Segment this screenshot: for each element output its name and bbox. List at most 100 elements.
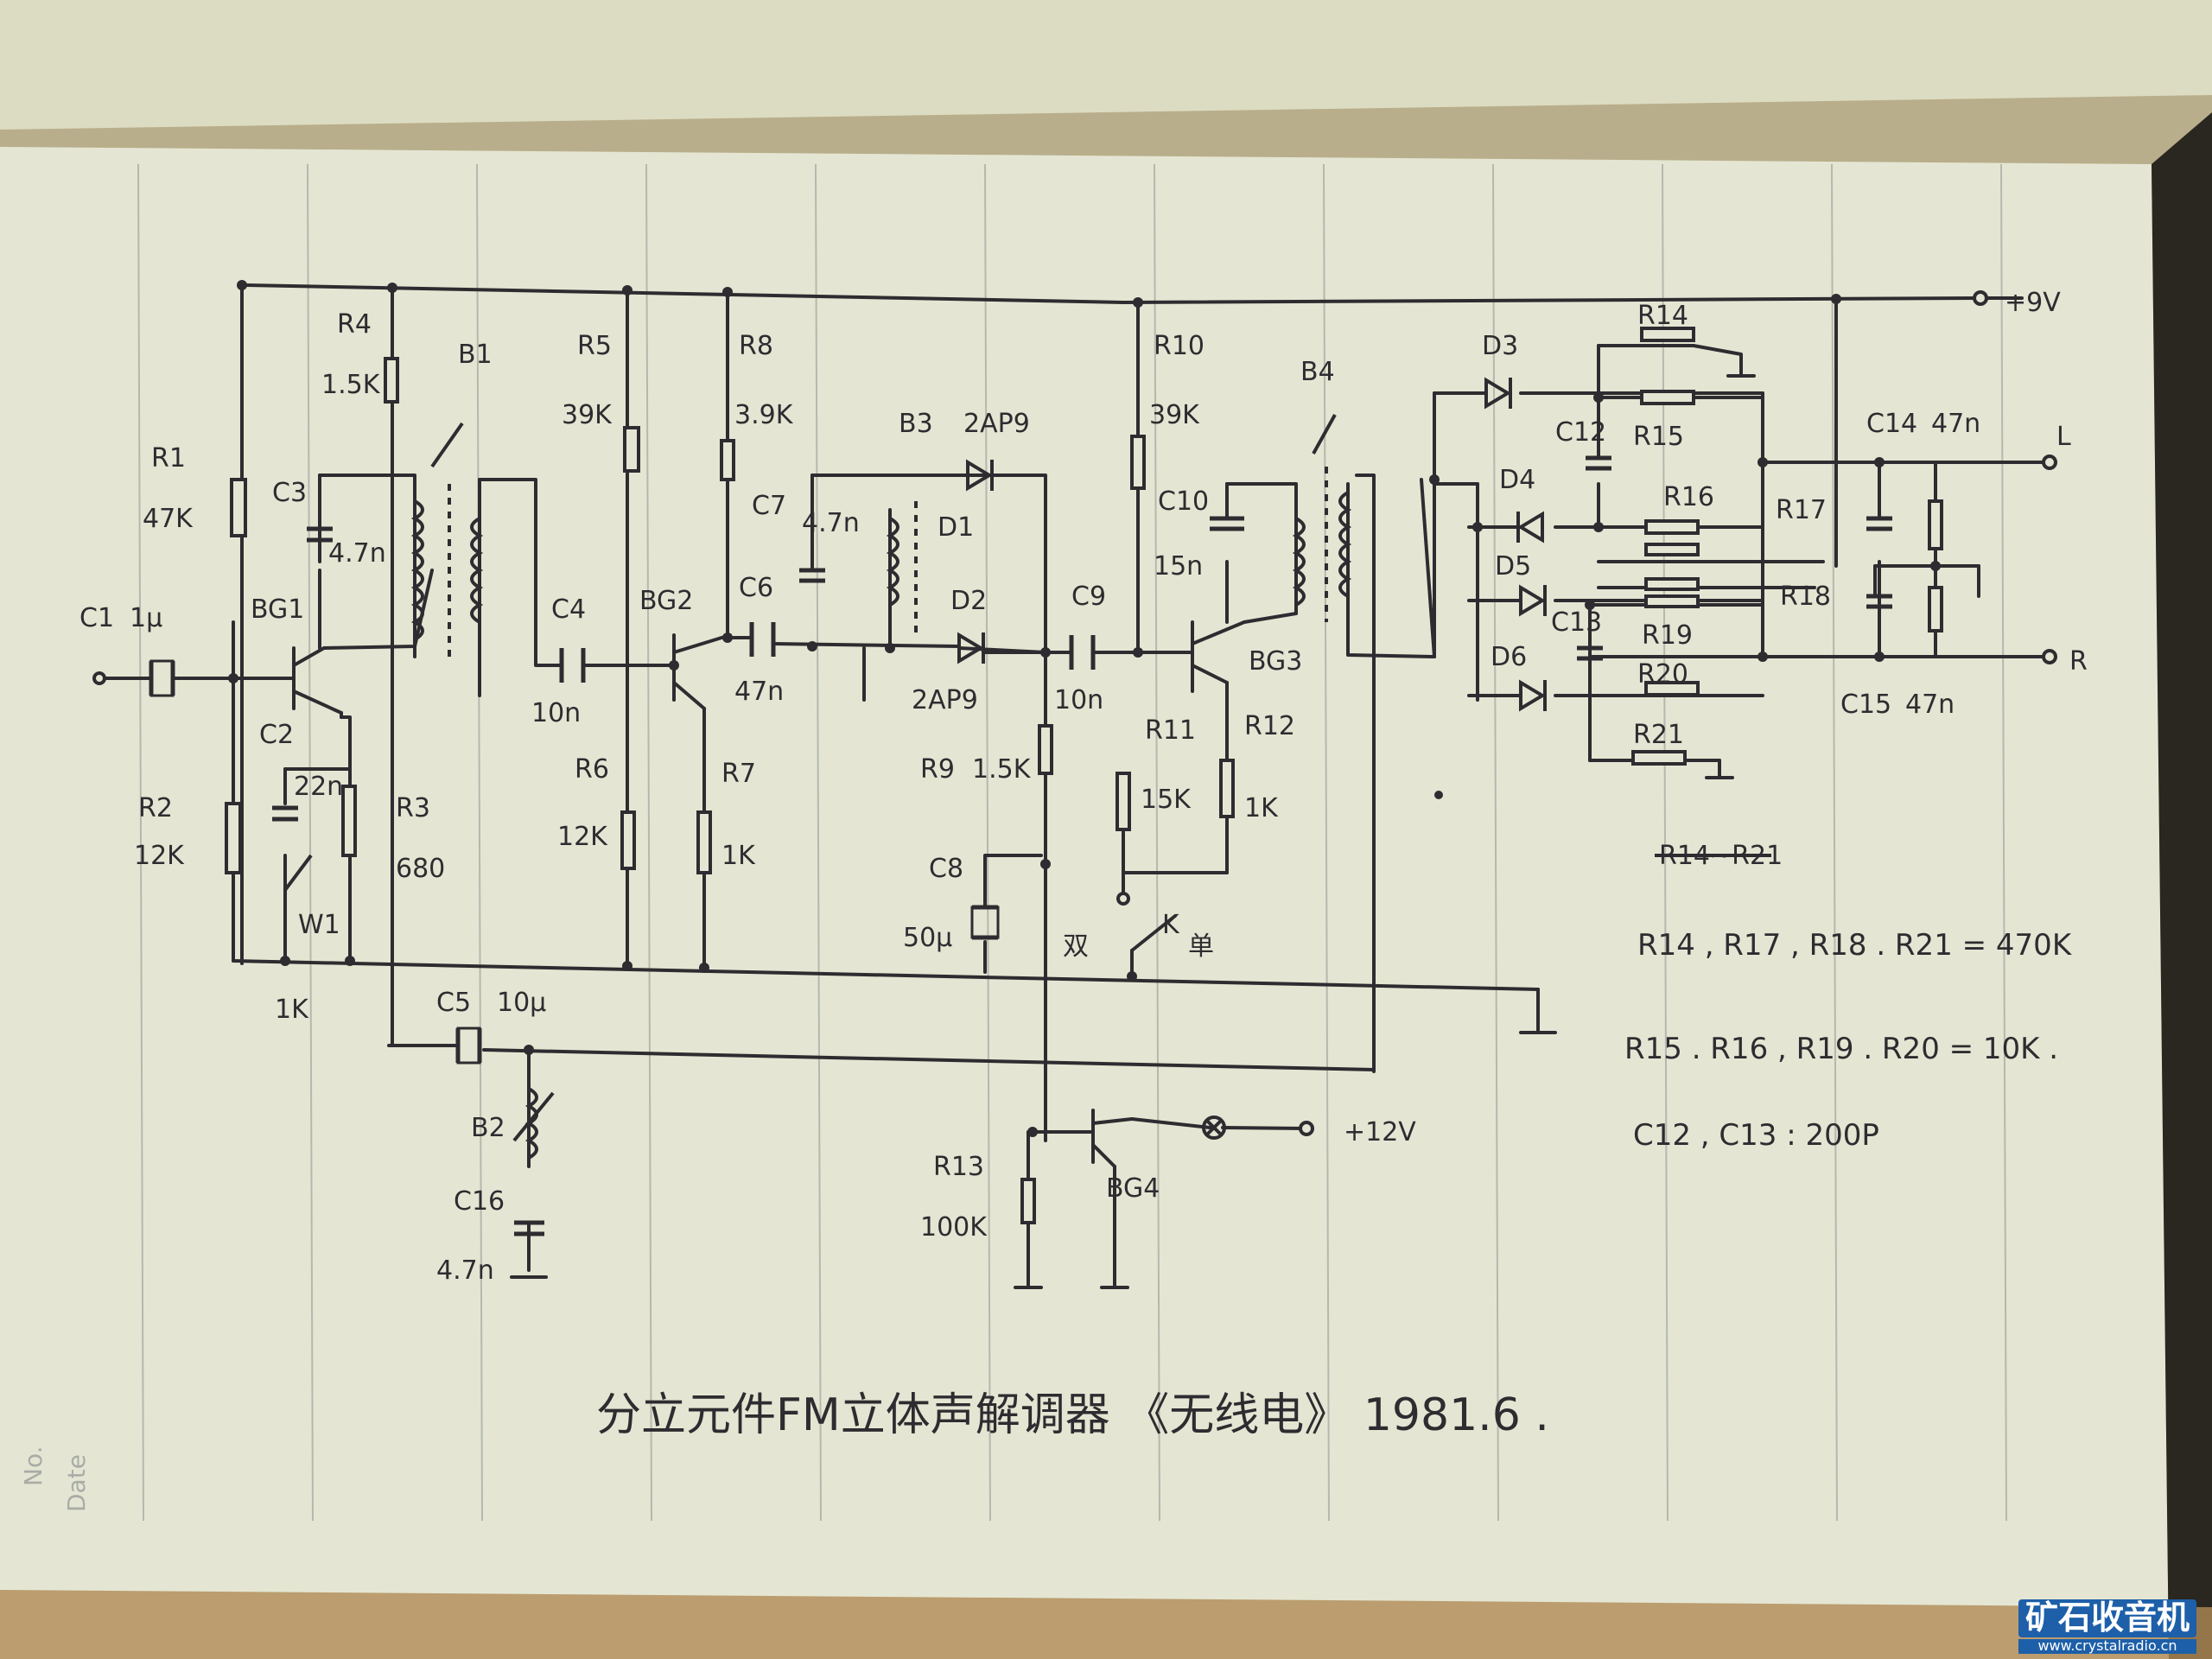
r7-resistor bbox=[696, 810, 712, 874]
c10-capacitor bbox=[1210, 516, 1244, 531]
c3-value: 4.7n bbox=[328, 538, 386, 569]
b2-label: B2 bbox=[471, 1113, 505, 1143]
c4-value: 10n bbox=[531, 698, 581, 728]
c10-value: 15n bbox=[1154, 551, 1203, 582]
c14-capacitor bbox=[1866, 516, 1892, 531]
c9-value: 10n bbox=[1054, 685, 1103, 715]
terminals bbox=[92, 290, 2057, 1136]
bg1-label: BG1 bbox=[251, 594, 304, 625]
r15-label: R15 bbox=[1633, 422, 1684, 452]
c1-capacitor bbox=[149, 659, 175, 697]
component-notes: R14~R21 R14 , R17 , R18 . R21 = 470K R15… bbox=[1624, 841, 2073, 1153]
c7-label: C7 bbox=[752, 491, 786, 521]
resistors bbox=[225, 327, 1943, 1224]
r7-label: R7 bbox=[721, 759, 756, 789]
watermark-name: 矿石收音机 bbox=[2018, 1599, 2196, 1638]
b1-primary-coil bbox=[410, 499, 424, 641]
deemph-resistor-top bbox=[1928, 499, 1943, 550]
c3-label: C3 bbox=[272, 478, 307, 508]
r13-resistor bbox=[1020, 1178, 1036, 1224]
r4-label: R4 bbox=[337, 309, 372, 340]
r20-label: R20 bbox=[1637, 659, 1688, 690]
c1-value: 1μ bbox=[130, 603, 162, 633]
upper-page bbox=[0, 0, 2212, 130]
c15-value: 47n bbox=[1905, 690, 1955, 720]
caption: 分立元件FM立体声解调器 《无线电》 1981.6 . bbox=[596, 1389, 1549, 1441]
r6-value: 12K bbox=[557, 822, 608, 852]
d3-label: D3 bbox=[1482, 331, 1518, 361]
bg3-label: BG3 bbox=[1249, 646, 1302, 677]
c6-capacitor bbox=[749, 622, 776, 657]
w1-value: 1K bbox=[275, 995, 309, 1025]
c13-capacitor bbox=[1577, 645, 1603, 661]
switch-stereo-label: 双 bbox=[1063, 931, 1089, 962]
c12-capacitor bbox=[1586, 455, 1611, 471]
r11-label: R11 bbox=[1145, 715, 1196, 746]
r20-resistor bbox=[1644, 681, 1700, 696]
r13-label: R13 bbox=[933, 1152, 984, 1182]
wiring bbox=[100, 283, 2050, 1289]
c13-label: C13 bbox=[1551, 607, 1602, 638]
r18-label: R18 bbox=[1780, 582, 1831, 612]
d5-diode bbox=[1519, 584, 1547, 617]
r4-resistor bbox=[384, 357, 399, 404]
c16-value: 4.7n bbox=[436, 1255, 494, 1286]
c8-value: 50μ bbox=[903, 923, 952, 953]
b3-coil bbox=[886, 517, 899, 607]
c5-label: C5 bbox=[436, 988, 471, 1018]
b1-label: B1 bbox=[458, 340, 493, 370]
c2-value: 22n bbox=[294, 772, 343, 802]
b4-secondary-coil bbox=[1338, 491, 1352, 598]
r11-resistor bbox=[1116, 772, 1131, 831]
c8-capacitor bbox=[970, 905, 1000, 940]
d6-label: D6 bbox=[1491, 642, 1527, 672]
note-200p: C12 , C13 : 200P bbox=[1633, 1118, 1879, 1153]
plus9v-label: +9V bbox=[2005, 288, 2061, 318]
r6-label: R6 bbox=[575, 754, 609, 785]
d4-label: D4 bbox=[1499, 465, 1535, 495]
r8-value: 3.9K bbox=[734, 400, 794, 430]
right-out-terminal bbox=[2042, 649, 2057, 664]
deemph-resistor-bottom bbox=[1928, 586, 1943, 632]
c9-capacitor bbox=[1069, 635, 1096, 670]
r19-label: R19 bbox=[1642, 620, 1693, 651]
coils bbox=[283, 414, 1352, 1160]
c1-label: C1 bbox=[79, 603, 114, 633]
b3-label: B3 bbox=[899, 409, 933, 439]
c15-capacitor bbox=[1866, 594, 1892, 609]
r17-resistor bbox=[1644, 543, 1700, 556]
d2-type: 2AP9 bbox=[912, 685, 978, 715]
r12-resistor bbox=[1219, 759, 1235, 818]
r6-resistor bbox=[620, 810, 636, 870]
r12-value: 1K bbox=[1244, 793, 1279, 823]
d6-diode bbox=[1519, 679, 1547, 712]
r5-resistor bbox=[623, 426, 640, 473]
c10-label: C10 bbox=[1158, 486, 1209, 517]
r12-label: R12 bbox=[1244, 711, 1295, 741]
c8-label: C8 bbox=[929, 854, 963, 884]
diodes bbox=[957, 377, 1547, 712]
r2-label: R2 bbox=[138, 793, 173, 823]
r9-value: 1.5K bbox=[972, 754, 1032, 785]
r10-resistor bbox=[1130, 435, 1146, 490]
d2-label: D2 bbox=[950, 586, 987, 616]
c2-label: C2 bbox=[259, 720, 294, 750]
r2-value: 12K bbox=[134, 841, 185, 871]
b4-label: B4 bbox=[1300, 357, 1335, 387]
labels: R1 47K C1 1μ BG1 C2 22n R2 12K W1 1K R3 … bbox=[79, 288, 2088, 1286]
r15-resistor bbox=[1640, 390, 1695, 405]
r14-resistor bbox=[1640, 327, 1695, 342]
d5-label: D5 bbox=[1495, 551, 1531, 582]
r11-value: 15K bbox=[1141, 785, 1192, 815]
d1-diode bbox=[966, 459, 994, 492]
r13-value: 100K bbox=[920, 1212, 988, 1243]
c3-capacitor bbox=[307, 526, 333, 543]
r1-label: R1 bbox=[151, 443, 186, 474]
capacitors bbox=[149, 455, 1892, 1236]
c4-label: C4 bbox=[551, 594, 586, 625]
c16-label: C16 bbox=[454, 1186, 505, 1217]
r21-resistor bbox=[1631, 750, 1687, 766]
r17-label: R17 bbox=[1776, 495, 1827, 525]
watermark: 矿石收音机 www.crystalradio.cn bbox=[2018, 1599, 2196, 1654]
r5-label: R5 bbox=[577, 331, 612, 361]
